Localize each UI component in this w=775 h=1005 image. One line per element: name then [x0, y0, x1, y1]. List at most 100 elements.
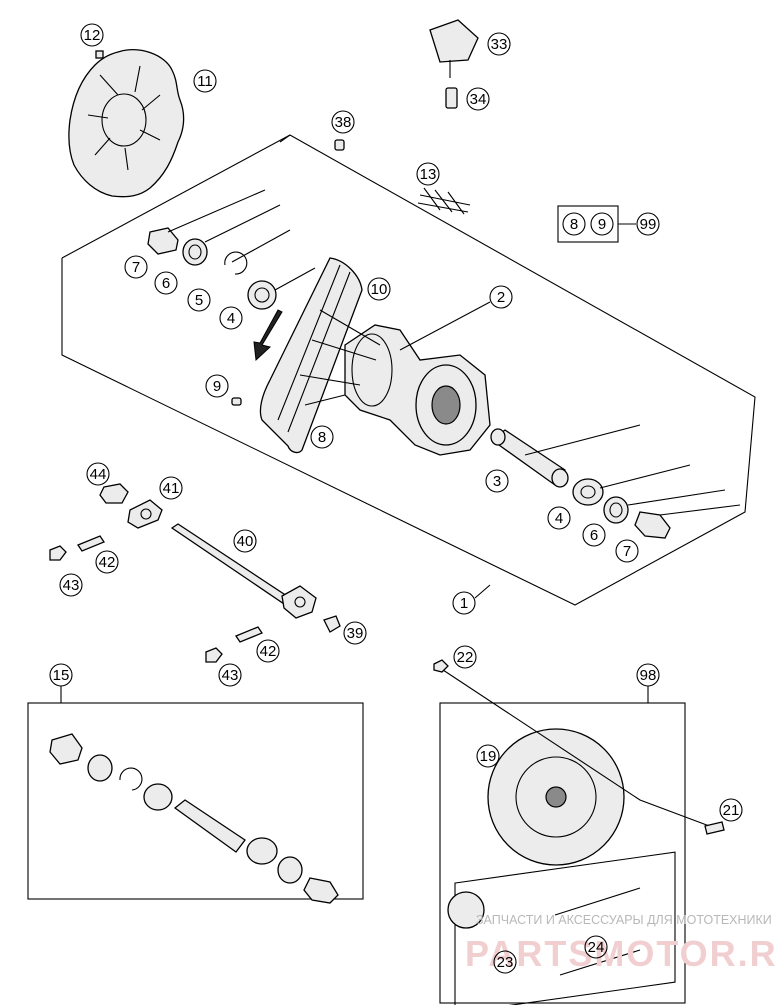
svg-text:11: 11	[197, 73, 213, 90]
adjuster-bolt	[77, 535, 105, 552]
svg-text:19: 19	[480, 748, 497, 765]
svg-text:22: 22	[457, 649, 474, 666]
svg-text:33: 33	[491, 36, 508, 53]
svg-text:40: 40	[237, 533, 254, 550]
callout-5: 5	[187, 288, 211, 312]
svg-text:1: 1	[460, 595, 468, 612]
callout-4-left: 4	[219, 306, 243, 330]
callout-98: 98	[636, 663, 660, 687]
callout-7-right: 7	[615, 539, 639, 563]
svg-text:42: 42	[260, 643, 277, 660]
svg-text:7: 7	[132, 259, 140, 276]
callout-39: 39	[343, 621, 367, 645]
callout-24: 24	[584, 935, 608, 959]
svg-text:23: 23	[497, 954, 514, 971]
callout-11: 11	[193, 69, 217, 93]
svg-text:41: 41	[163, 480, 180, 497]
callout-38: 38	[331, 110, 355, 134]
svg-text:43: 43	[63, 577, 80, 594]
watermark-title: PARTSMOTOR.RU	[465, 933, 775, 974]
svg-text:2: 2	[497, 289, 505, 306]
svg-text:44: 44	[90, 466, 107, 483]
disc-bolt	[95, 50, 104, 59]
callout-33: 33	[487, 32, 511, 56]
chain-adjuster-left	[127, 499, 163, 529]
bearing-right	[572, 478, 604, 506]
callout-9-left: 9	[205, 374, 229, 398]
spacer-right	[634, 511, 671, 539]
axle-screw	[323, 615, 341, 633]
callout-12: 12	[80, 23, 104, 47]
callout-4-right: 4	[547, 506, 571, 530]
spoke-leader-lines	[167, 189, 316, 291]
svg-text:34: 34	[470, 91, 487, 108]
svg-text:3: 3	[493, 473, 501, 490]
callout-43-top: 43	[59, 573, 83, 597]
svg-text:39: 39	[347, 625, 364, 642]
adjuster-nut-2	[205, 647, 223, 663]
callout-13: 13	[416, 162, 440, 186]
svg-text:9: 9	[213, 378, 221, 395]
axle-nut	[99, 483, 129, 504]
svg-text:43: 43	[222, 667, 239, 684]
rim-lock-nut	[445, 87, 458, 109]
callout-42-top: 42	[95, 550, 119, 574]
svg-text:15: 15	[53, 667, 70, 684]
sprocket-set-box	[439, 667, 721, 1005]
callout-6-right: 6	[582, 523, 606, 547]
svg-text:8: 8	[570, 216, 578, 233]
svg-text:99: 99	[640, 216, 657, 233]
callout-42-bottom: 42	[256, 639, 280, 663]
valve-cap	[334, 139, 345, 151]
svg-text:5: 5	[195, 292, 203, 309]
wheel-hub	[299, 309, 491, 456]
svg-text:42: 42	[99, 554, 116, 571]
circlip-left	[224, 251, 248, 275]
svg-text:6: 6	[162, 275, 170, 292]
callout-99-group: 8 9 99	[557, 205, 660, 243]
callout-40: 40	[233, 529, 257, 553]
spoke-set	[417, 187, 471, 215]
callout-34: 34	[466, 87, 490, 111]
svg-text:7: 7	[623, 543, 631, 560]
svg-text:98: 98	[640, 667, 657, 684]
wheel-assembly-outline	[61, 134, 756, 606]
svg-text:38: 38	[335, 114, 352, 131]
sprocket-nut	[433, 659, 449, 673]
callout-6-left: 6	[154, 271, 178, 295]
callout-10: 10	[367, 277, 391, 301]
callout-1: 1	[452, 584, 491, 615]
spacer-left	[147, 227, 179, 255]
svg-text:4: 4	[227, 310, 235, 327]
svg-text:6: 6	[590, 527, 598, 544]
svg-text:12: 12	[84, 27, 101, 44]
callout-19: 19	[476, 744, 500, 768]
shaft-seal-left	[182, 238, 208, 266]
callout-43-bottom: 43	[218, 663, 242, 687]
sprocket-bolt	[704, 821, 725, 835]
watermark-subtitle: ЗАПЧАСТИ И АКСЕССУАРЫ ДЛЯ МОТОТЕХНИКИ	[476, 913, 772, 927]
callout-15: 15	[49, 663, 73, 687]
svg-text:4: 4	[555, 510, 563, 527]
callout-23: 23	[493, 950, 517, 974]
callout-44: 44	[86, 462, 110, 486]
adjuster-nut	[49, 545, 67, 561]
callout-41: 41	[159, 476, 183, 500]
svg-text:21: 21	[723, 802, 740, 819]
bearing-set-box	[27, 686, 364, 904]
rim-lock	[429, 19, 479, 78]
callout-7-left: 7	[124, 255, 148, 279]
distance-sleeve	[490, 428, 569, 488]
spoke-nipple	[231, 397, 242, 406]
callout-8-left: 8	[310, 425, 334, 449]
svg-text:8: 8	[318, 429, 326, 446]
callout-3: 3	[485, 469, 509, 493]
callouts: 12 11 33 34 38 13 8 9 99 7 6 5 4 10 2 9 …	[49, 23, 743, 974]
callout-2: 2	[399, 285, 513, 351]
svg-text:13: 13	[420, 166, 437, 183]
rotation-arrow	[253, 309, 283, 362]
chain-adjuster-right	[281, 585, 317, 619]
svg-text:10: 10	[371, 281, 388, 298]
adjuster-bolt-2	[235, 626, 263, 643]
